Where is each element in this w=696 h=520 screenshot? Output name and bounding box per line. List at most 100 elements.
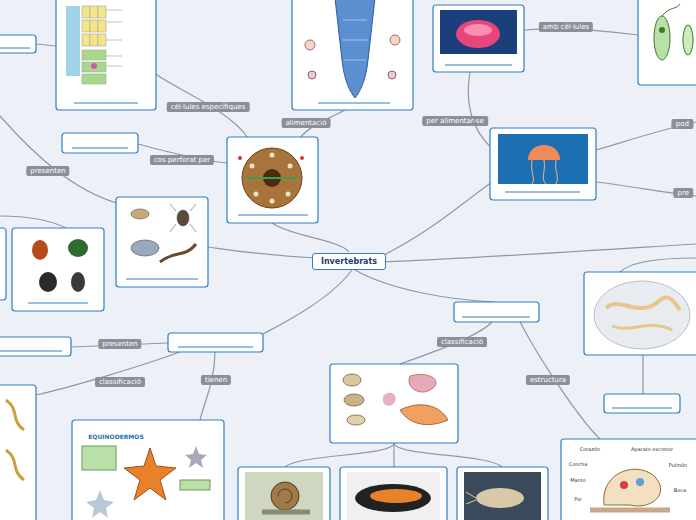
art-shape — [86, 490, 114, 518]
art-shape — [56, 0, 156, 110]
art-shape — [335, 0, 375, 98]
snail-anatomy-figure — [590, 469, 670, 510]
art-shape — [200, 352, 215, 420]
part-name: Pulmón — [668, 462, 689, 468]
art-shape — [98, 34, 106, 46]
connector-label: tienen — [201, 375, 231, 385]
art-shape — [238, 156, 242, 160]
art-shape — [409, 374, 436, 392]
art-shape — [288, 164, 293, 169]
art-shape — [270, 153, 275, 158]
art-shape — [0, 35, 36, 53]
connector-label: presenten — [26, 166, 69, 176]
art-shape — [245, 472, 323, 520]
part-name: Aparato excretor — [630, 446, 674, 452]
beetles-figure — [32, 239, 88, 292]
art-shape — [286, 192, 291, 197]
art-shape — [400, 322, 492, 364]
art-shape — [254, 192, 259, 197]
connector-label: cèl·lules específiques — [167, 102, 250, 112]
art-shape — [39, 272, 57, 292]
part-name: Corazón — [579, 446, 602, 452]
art-shape — [308, 71, 316, 79]
art-shape — [654, 16, 670, 60]
art-shape — [505, 192, 580, 193]
art-shape — [330, 364, 458, 443]
art-shape — [590, 508, 670, 513]
figure-heading: EQUINODERMOS — [87, 433, 145, 440]
art-shape — [71, 272, 85, 292]
art-shape — [36, 352, 180, 395]
art-shape — [594, 281, 690, 349]
art-shape — [0, 48, 30, 49]
art-shape — [106, 40, 122, 41]
art-shape — [355, 484, 431, 512]
art-shape — [382, 182, 492, 256]
art-shape — [185, 446, 207, 468]
art-shape — [82, 50, 106, 84]
art-shape — [62, 133, 138, 153]
art-shape — [178, 347, 253, 348]
connector-label: classificació — [95, 377, 145, 387]
cuttlefish-photo — [464, 472, 541, 520]
art-shape — [0, 216, 66, 228]
part-name: Pie — [573, 496, 582, 502]
art-shape — [300, 156, 304, 160]
art-shape — [160, 244, 196, 262]
side-panels — [6, 400, 24, 480]
art-shape — [433, 5, 524, 72]
art-shape — [642, 355, 643, 394]
art-shape — [344, 394, 364, 406]
art-shape — [6, 400, 24, 480]
art-shape — [124, 448, 176, 500]
art-shape — [90, 34, 98, 46]
connector-label: per alimentar-se — [422, 116, 488, 126]
art-shape — [466, 492, 476, 504]
art-shape — [90, 20, 98, 32]
topic-box: Invertebrats — [312, 253, 386, 270]
art-shape — [180, 480, 210, 490]
art-shape — [490, 128, 596, 200]
arthropods-figure — [131, 204, 196, 262]
art-shape — [106, 66, 122, 67]
connector-label: pod — [672, 119, 693, 129]
art-shape — [72, 148, 128, 149]
snail-photo — [245, 472, 323, 520]
art-shape — [454, 302, 539, 322]
art-shape — [370, 489, 422, 503]
art-shape — [457, 467, 548, 520]
art-shape — [126, 279, 198, 280]
connector-label: cos perforat per — [150, 155, 214, 165]
art-shape — [659, 27, 665, 33]
mussel-photo — [347, 472, 440, 520]
art-shape — [36, 44, 56, 46]
art-shape — [620, 481, 628, 489]
art-shape — [246, 177, 298, 179]
art-shape — [82, 50, 106, 60]
art-shape — [285, 443, 394, 467]
art-shape — [270, 199, 275, 204]
art-shape — [584, 272, 696, 355]
connector-label: classificació — [437, 337, 487, 347]
art-shape — [464, 24, 492, 36]
art-shape — [106, 10, 122, 66]
art-shape — [340, 467, 447, 520]
art-shape — [382, 244, 696, 262]
art-shape — [242, 148, 302, 208]
art-shape — [238, 215, 308, 216]
art-shape — [82, 74, 106, 84]
art-shape — [662, 4, 680, 16]
art-shape — [177, 210, 189, 226]
art-shape — [90, 6, 98, 18]
art-shape — [355, 270, 495, 302]
art-shape — [0, 351, 62, 352]
art-shape — [305, 40, 315, 50]
connector-label: alimentació — [282, 118, 331, 128]
art-shape — [106, 56, 122, 57]
euglena-figure — [654, 4, 693, 60]
art-shape — [0, 116, 120, 204]
art-shape — [393, 443, 394, 467]
art-shape — [82, 34, 90, 46]
part-name: Concha — [568, 461, 589, 467]
